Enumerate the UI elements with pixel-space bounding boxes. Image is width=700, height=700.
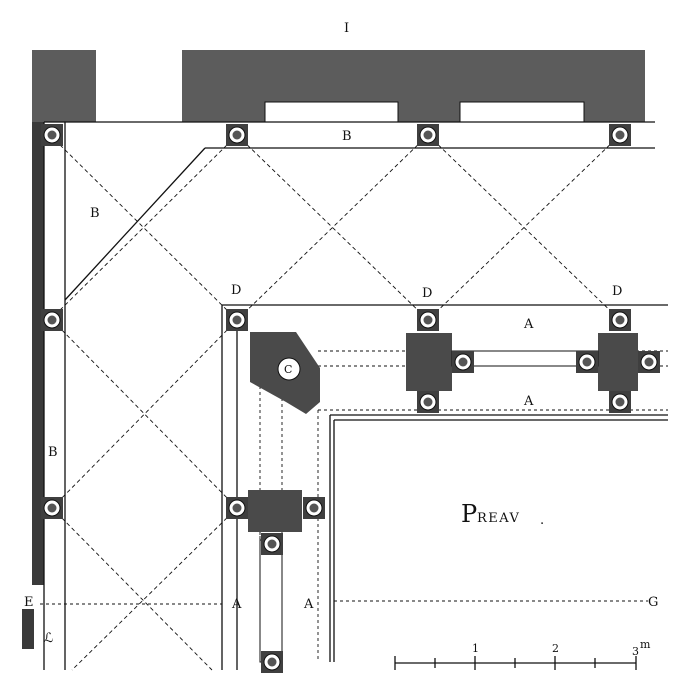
vault-ribs xyxy=(49,134,621,671)
column-base xyxy=(452,351,474,373)
bottom-column-bar xyxy=(259,539,283,663)
column-base xyxy=(41,309,63,331)
scale-tick-3: 3 xyxy=(632,645,639,658)
column-base xyxy=(41,497,63,519)
top-wall-niche-2 xyxy=(459,101,585,123)
column-base xyxy=(609,391,631,413)
label-preau-initial: P xyxy=(461,500,477,528)
pier-d2-mass xyxy=(406,333,452,391)
label-d-2: D xyxy=(422,286,432,301)
label-e: E xyxy=(24,595,34,610)
top-wall-niche-1 xyxy=(264,101,399,123)
column-base xyxy=(226,309,248,331)
column-base xyxy=(226,124,248,146)
label-d-1: D xyxy=(231,283,241,298)
scale-unit: m xyxy=(640,638,651,651)
scale-tick-2: 2 xyxy=(552,642,559,655)
column-base xyxy=(226,497,248,519)
column-bases xyxy=(41,124,660,673)
pier-c-marker xyxy=(277,357,301,381)
label-a-bottom-left: A xyxy=(231,597,242,612)
left-wall xyxy=(32,122,44,585)
column-base xyxy=(609,124,631,146)
label-a-right-upper: A xyxy=(523,317,534,332)
column-base xyxy=(261,533,283,555)
label-b-top: B xyxy=(342,129,352,144)
column-base xyxy=(303,497,325,519)
mark-bottom-left: ℒ xyxy=(44,631,53,646)
column-base xyxy=(41,124,63,146)
scale-tick-1: 1 xyxy=(472,642,479,655)
pier-d3-mass xyxy=(598,333,638,391)
label-d-3: D xyxy=(612,284,622,299)
column-base xyxy=(417,309,439,331)
label-b-left-lower: B xyxy=(48,445,58,460)
top-wall-left xyxy=(32,50,96,122)
plan-number: I xyxy=(344,21,349,36)
label-preau-dot: . xyxy=(540,513,544,528)
label-a-bottom-right: A xyxy=(303,597,314,612)
column-base xyxy=(609,309,631,331)
scale-bar xyxy=(394,656,637,670)
top-wall-opening xyxy=(96,50,182,122)
label-b-left-upper: B xyxy=(90,206,100,221)
label-g: G xyxy=(648,595,658,610)
column-base xyxy=(417,391,439,413)
pier-bottom-mass xyxy=(248,490,302,532)
column-base xyxy=(261,651,283,673)
column-base xyxy=(576,351,598,373)
column-base xyxy=(638,351,660,373)
label-a-right-lower: A xyxy=(523,394,534,409)
left-wall-stub xyxy=(22,609,34,649)
column-base xyxy=(417,124,439,146)
corner-diagonal-line xyxy=(64,147,206,301)
label-c: C xyxy=(284,363,292,376)
label-preau-rest: REAV xyxy=(477,511,520,526)
